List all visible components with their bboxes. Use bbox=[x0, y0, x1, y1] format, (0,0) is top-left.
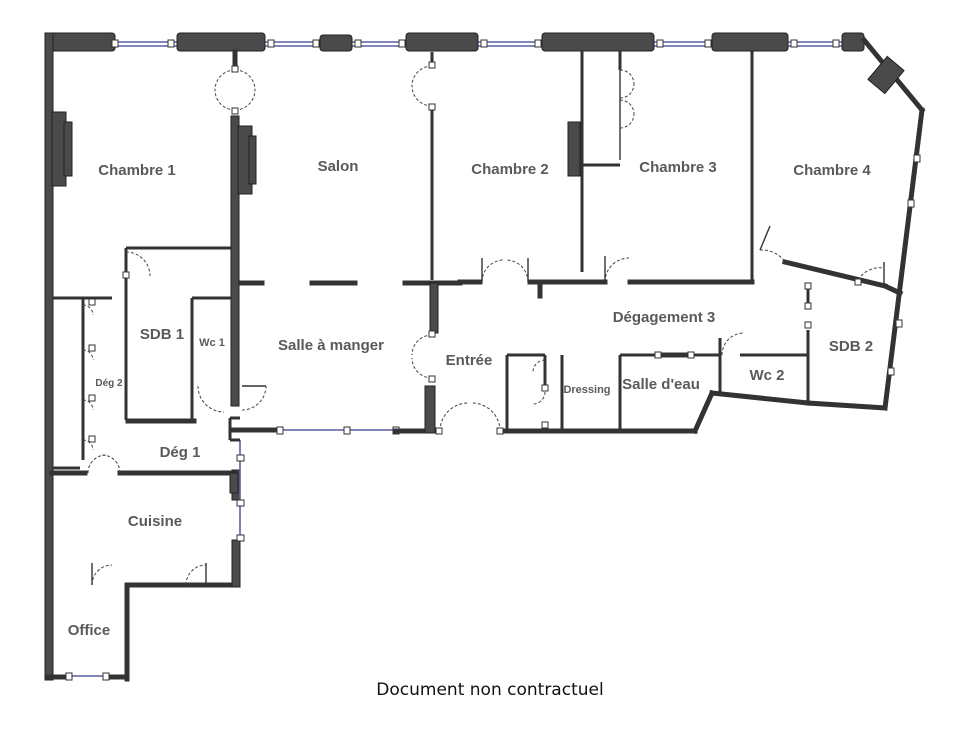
room-label-salle-d-eau: Salle d'eau bbox=[622, 376, 700, 393]
room-label-dressing: Dressing bbox=[563, 384, 610, 396]
room-label-deg-1: Dég 1 bbox=[160, 444, 201, 461]
interior-walls bbox=[49, 49, 904, 494]
room-label-chambre-3: Chambre 3 bbox=[639, 159, 717, 176]
room-label-entree: Entrée bbox=[446, 352, 493, 369]
room-label-office: Office bbox=[68, 622, 111, 639]
room-label-cuisine: Cuisine bbox=[128, 513, 182, 530]
room-label-sdb-1: SDB 1 bbox=[140, 326, 184, 343]
doors bbox=[82, 61, 885, 586]
room-label-deg-2: Dég 2 bbox=[95, 378, 123, 389]
north-facade bbox=[49, 32, 865, 52]
room-labels: Chambre 1 Salon Chambre 2 Chambre 3 Cham… bbox=[68, 158, 873, 639]
room-label-chambre-2: Chambre 2 bbox=[471, 161, 549, 178]
disclaimer-text: Document non contractuel bbox=[376, 680, 604, 700]
room-label-wc-2: Wc 2 bbox=[749, 367, 784, 384]
room-label-wc-1: Wc 1 bbox=[199, 337, 225, 349]
room-label-chambre-1: Chambre 1 bbox=[98, 162, 176, 179]
room-label-salle-a-manger: Salle à manger bbox=[278, 337, 384, 354]
room-label-degagement-3: Dégagement 3 bbox=[613, 309, 716, 326]
room-label-salon: Salon bbox=[318, 158, 359, 175]
room-label-sdb-2: SDB 2 bbox=[829, 338, 873, 355]
room-label-chambre-4: Chambre 4 bbox=[793, 162, 871, 179]
